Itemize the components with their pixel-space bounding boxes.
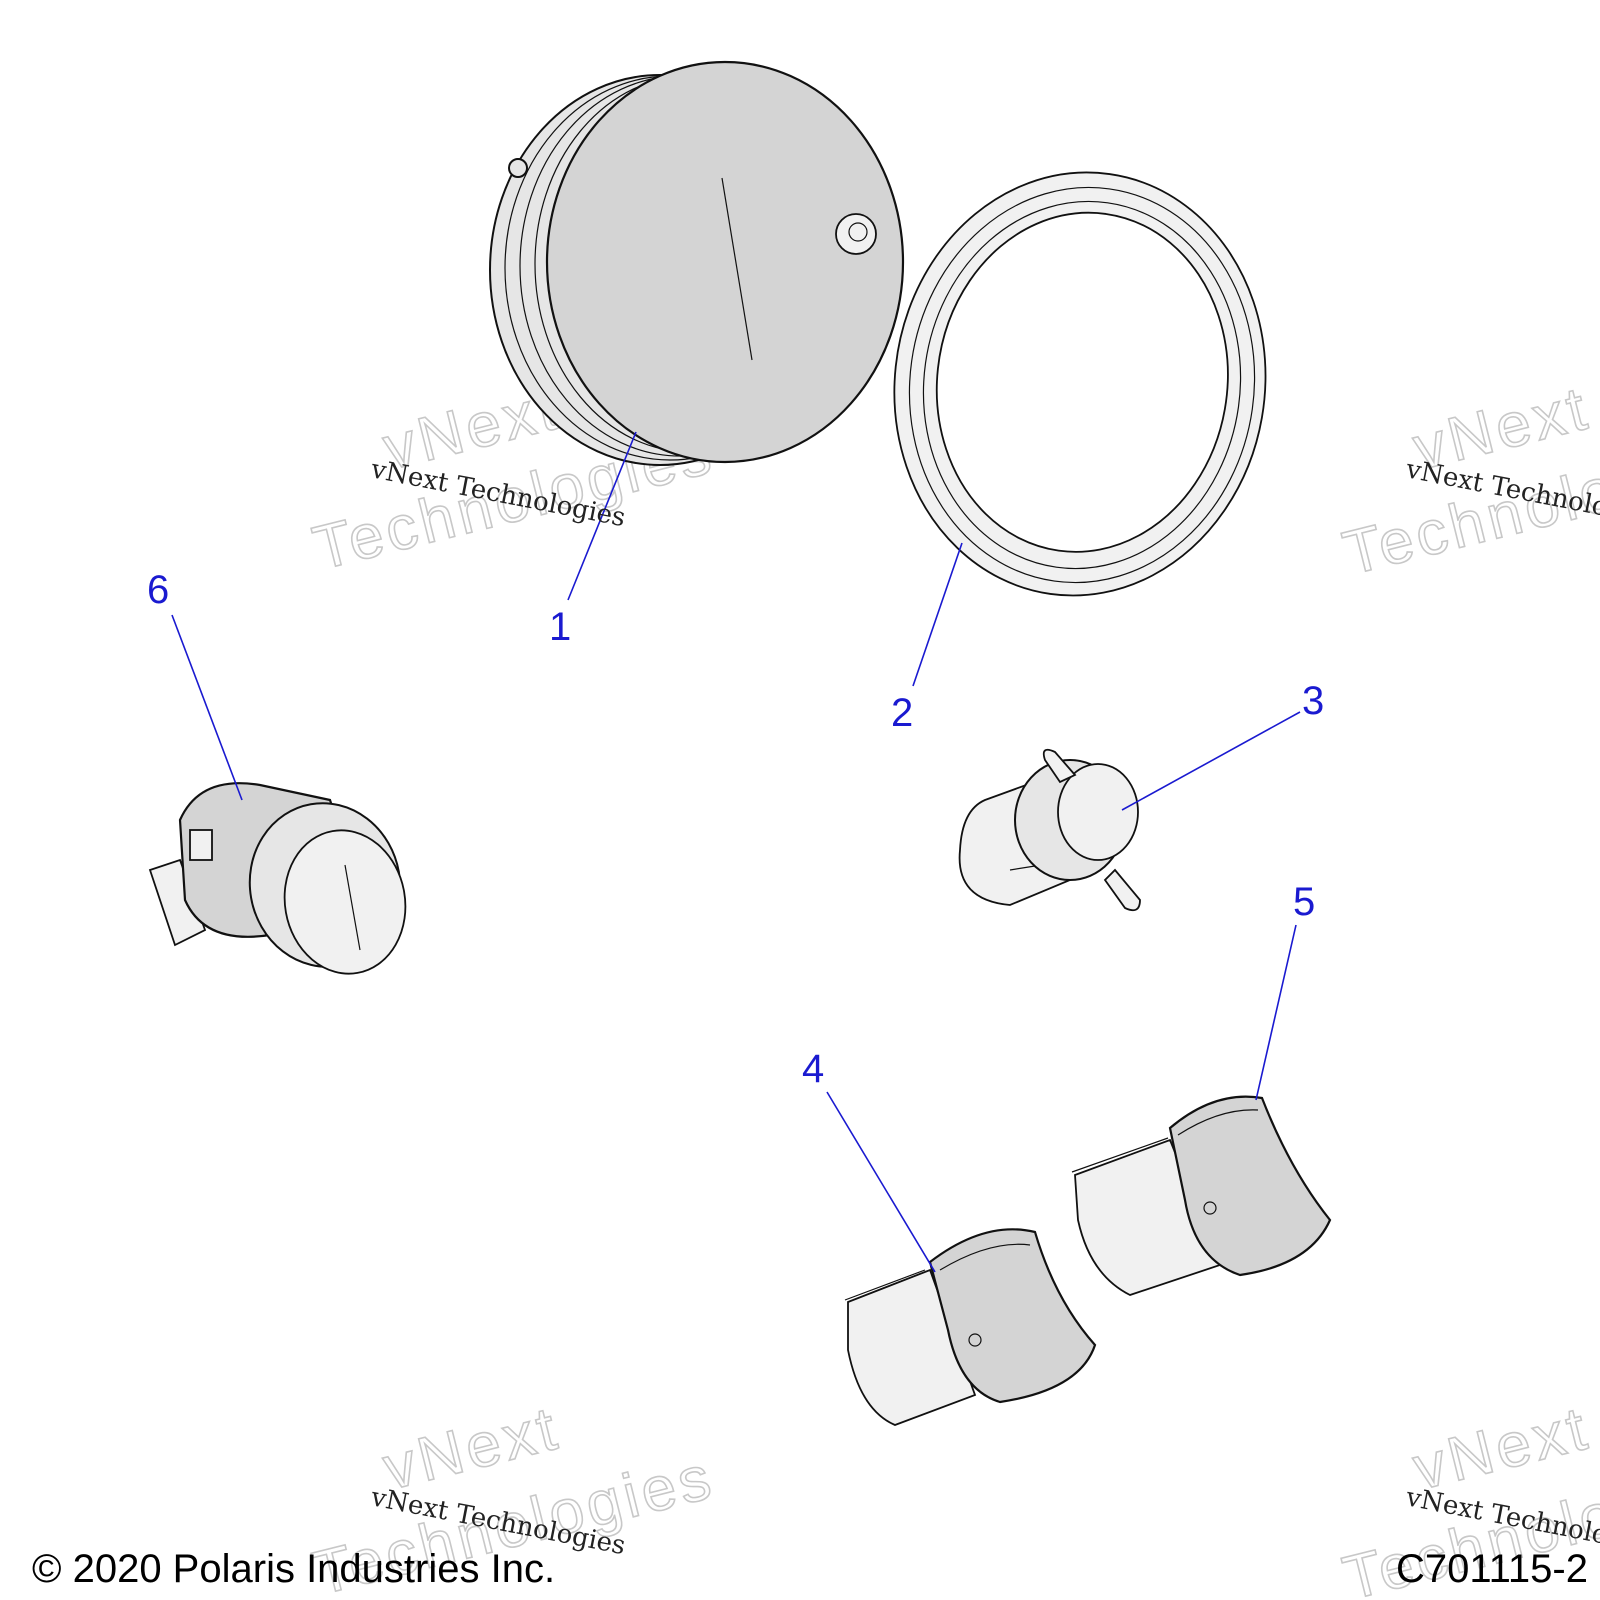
- diagram-id: C701115-2: [1396, 1547, 1588, 1591]
- leader-line-2: [912, 542, 963, 687]
- callout-4: 4: [802, 1047, 824, 1091]
- leader-line-3: [1121, 711, 1301, 811]
- leader-line-4: [826, 1091, 936, 1273]
- part-rocker-switch-b: [1071, 1095, 1332, 1296]
- leader-line-1: [567, 431, 637, 601]
- callout-6: 6: [147, 568, 169, 612]
- part-rocker-switch-a: [844, 1228, 1097, 1426]
- callout-3: 3: [1302, 679, 1324, 723]
- part-ignition-switch: [148, 782, 407, 975]
- leader-line-5: [1255, 924, 1297, 1101]
- callout-5: 5: [1293, 880, 1315, 924]
- leader-line-6: [171, 614, 243, 801]
- part-bezel-ring: [893, 171, 1267, 597]
- copyright-notice: © 2020 Polaris Industries Inc.: [32, 1547, 555, 1591]
- part-gauge-cluster: [489, 60, 905, 466]
- callout-2: 2: [891, 691, 913, 735]
- part-indicator-bulb: [958, 748, 1141, 912]
- callout-1: 1: [549, 605, 571, 649]
